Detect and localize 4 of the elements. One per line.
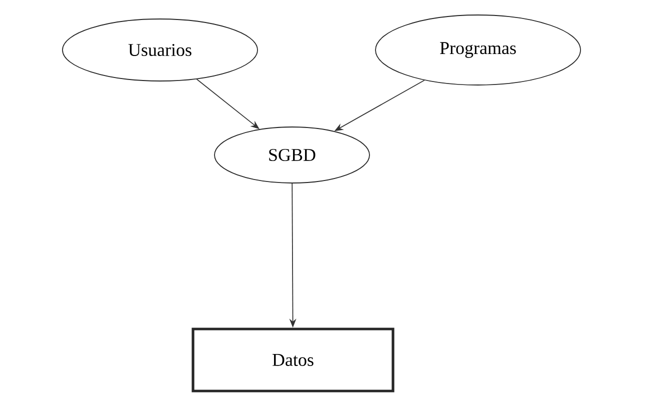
ellipse-node: Usuarios (62, 18, 258, 82)
data-box: Datos (192, 328, 394, 392)
ellipse-node: SGBD (214, 126, 370, 184)
ellipse-node: Programas (375, 14, 581, 86)
